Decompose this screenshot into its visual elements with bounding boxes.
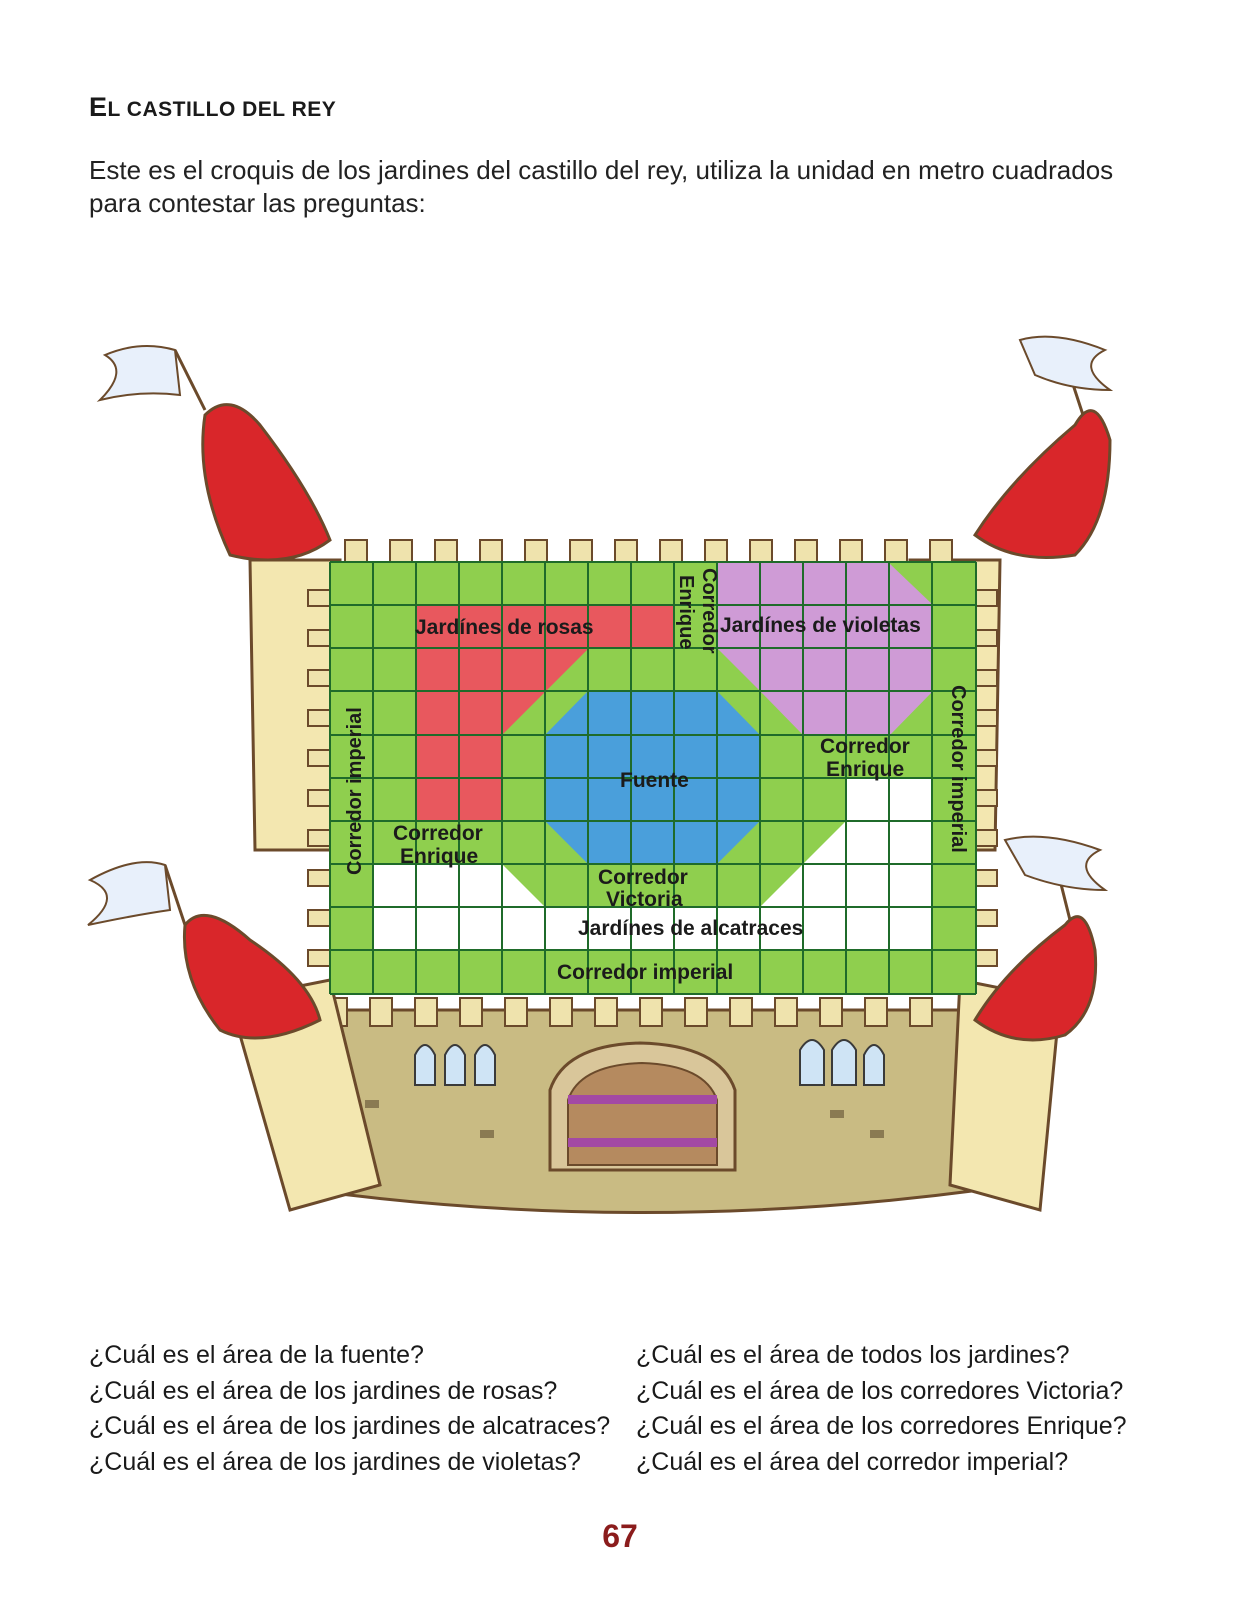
label-corredor-imperial-left: Corredor imperial [344, 707, 366, 875]
castle-garden-map: Jardínes de rosas Jardínes de violetas F… [87, 335, 1114, 1214]
page-title: El castillo del rey [89, 92, 336, 123]
tower-top-left [96, 345, 342, 852]
question-fuente: ¿Cuál es el área de la fuente? [89, 1341, 424, 1369]
label-jardines-rosas: Jardínes de rosas [415, 616, 594, 639]
tower-bottom-left [87, 861, 382, 1212]
tower-bottom-right [948, 835, 1109, 1212]
title-initial: E [89, 92, 108, 122]
label-corredor-imperial-bottom: Corredor imperial [557, 961, 733, 984]
label-corredor-imperial-right: Corredor imperial [947, 685, 969, 853]
questions-right: ¿Cuál es el área de todos los jardines? … [636, 1338, 1127, 1480]
label-corredor-enrique-top-2: Enrique [675, 575, 697, 649]
label-corredor-enrique-right-2: Enrique [826, 758, 904, 781]
question-corredores-victoria: ¿Cuál es el área de los corredores Victo… [636, 1376, 1124, 1405]
question-corredor-imperial: ¿Cuál es el área del corredor imperial? [636, 1447, 1069, 1476]
castle-wall [308, 997, 982, 1214]
label-jardines-violetas: Jardínes de violetas [720, 614, 921, 637]
label-corredor-enrique-left-2: Enrique [400, 845, 478, 868]
castle-gate [548, 1041, 737, 1172]
title-rest: l castillo del rey [107, 98, 337, 121]
label-corredor-enrique-top-1: Corredor [698, 568, 720, 654]
label-jardines-alcatraces: Jardínes de alcatraces [578, 917, 803, 940]
question-todos-jardines: ¿Cuál es el área de todos los jardines? [636, 1341, 1070, 1369]
jardines-rosas-area [416, 605, 674, 821]
question-rosas: ¿Cuál es el área de los jardines de rosa… [89, 1376, 558, 1405]
questions-left: ¿Cuál es el área de la fuente? ¿Cuál es … [89, 1338, 610, 1480]
garden-plan: Jardínes de rosas Jardínes de violetas F… [329, 561, 977, 995]
question-violetas: ¿Cuál es el área de los jardines de viol… [89, 1447, 581, 1476]
castle-windows [414, 1039, 885, 1086]
label-fuente: Fuente [620, 769, 689, 792]
intro-text: Este es el croquis de los jardines del c… [89, 155, 1114, 218]
question-corredores-enrique: ¿Cuál es el área de los corredores Enriq… [636, 1412, 1127, 1440]
page-number: 67 [602, 1518, 638, 1554]
label-corredor-enrique-right-1: Corredor [820, 735, 910, 758]
label-corredor-enrique-left-1: Corredor [393, 822, 483, 845]
label-corredor-victoria-1: Corredor [598, 866, 688, 889]
label-corredor-victoria-2: Victoria [606, 888, 683, 911]
question-alcatraces: ¿Cuál es el área de los jardines de alca… [89, 1412, 611, 1440]
grid-lines [329, 561, 977, 995]
